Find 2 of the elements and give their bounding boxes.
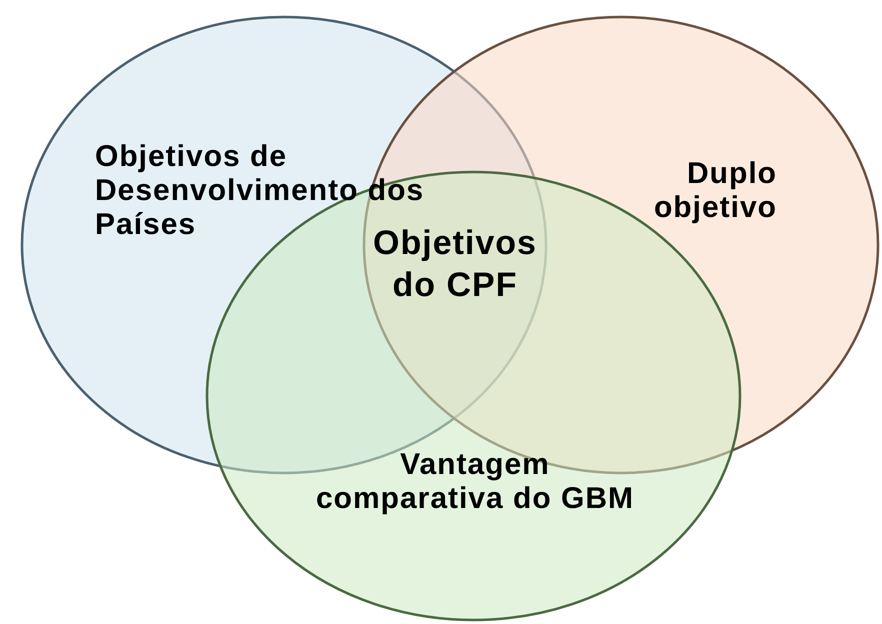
circle-label: Duplo objetivo (652, 157, 777, 225)
circle-label: Vantagem comparativa do GBM (314, 448, 636, 516)
